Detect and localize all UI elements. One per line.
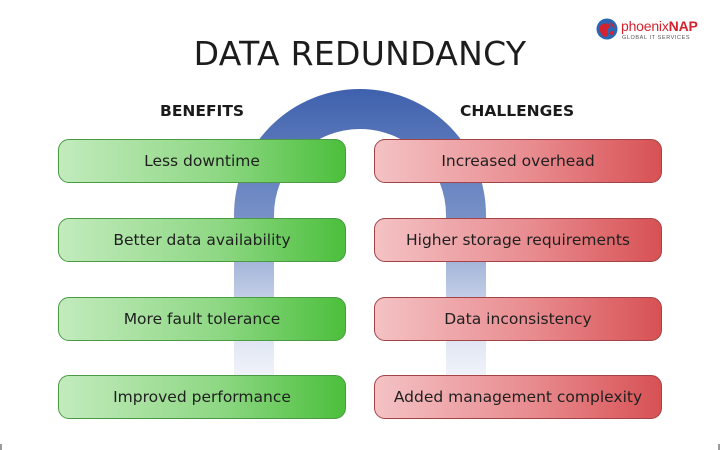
logo-tagline: GLOBAL IT SERVICES: [622, 35, 691, 41]
logo-name-part2: NAP: [668, 18, 698, 34]
logo-wordmark: phoenixNAP: [621, 19, 698, 34]
edge-mark: [718, 444, 720, 450]
edge-mark: [0, 444, 2, 450]
logo-name-part1: phoenix: [621, 18, 669, 34]
benefit-item: More fault tolerance: [58, 297, 346, 341]
globe-logo-icon: [596, 18, 618, 40]
benefit-item: Less downtime: [58, 139, 346, 183]
benefit-item: Better data availability: [58, 218, 346, 262]
challenges-heading: CHALLENGES: [460, 102, 575, 120]
phoenixnap-logo: phoenixNAP GLOBAL IT SERVICES: [596, 16, 712, 50]
challenge-item: Increased overhead: [374, 139, 662, 183]
benefit-item: Improved performance: [58, 375, 346, 419]
diagram-title: DATA REDUNDANCY: [193, 34, 527, 73]
benefits-heading: BENEFITS: [160, 102, 245, 120]
challenge-item: Added management complexity: [374, 375, 662, 419]
challenge-item: Data inconsistency: [374, 297, 662, 341]
challenge-item: Higher storage requirements: [374, 218, 662, 262]
